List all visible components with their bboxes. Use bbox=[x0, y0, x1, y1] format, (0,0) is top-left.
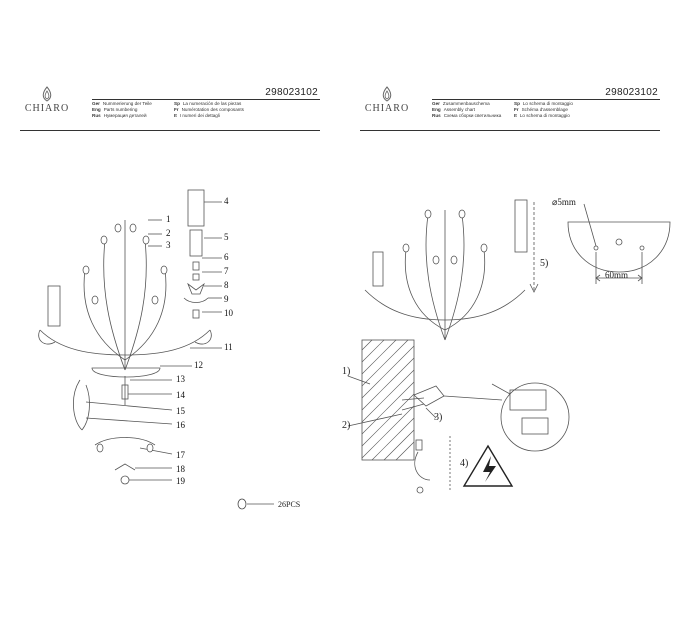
part-number: 2 bbox=[166, 228, 171, 238]
lang-code: It bbox=[514, 113, 517, 119]
lang-code: Sp bbox=[174, 101, 180, 106]
legend-text: Numérotation des composants bbox=[181, 107, 244, 113]
legend-text: Assembly chart bbox=[443, 107, 476, 113]
part-number: 1 bbox=[166, 214, 171, 224]
bulb-quantity: 26PCS bbox=[278, 500, 301, 509]
assembly-drawing bbox=[347, 199, 671, 494]
hole-spacing-label: 60mm bbox=[605, 270, 629, 280]
part-number: 11 bbox=[224, 342, 233, 352]
legend-text: Схема сборки светильника bbox=[443, 113, 502, 119]
legend-text: Lo schema di montaggio bbox=[519, 113, 570, 119]
part-number: 5 bbox=[224, 232, 229, 242]
part-number: 14 bbox=[176, 390, 185, 400]
lang-code: Ger bbox=[92, 101, 100, 106]
legend-text: Nummerierung der Teile bbox=[102, 101, 152, 106]
assembly-step-label: 5) bbox=[540, 258, 549, 269]
legend-text: Zusammenbauschema bbox=[442, 101, 490, 106]
part-number: 6 bbox=[224, 252, 229, 262]
legend-text: La numeración de las piezas bbox=[182, 101, 242, 106]
article-code: 298023102 bbox=[265, 87, 318, 98]
part-number: 18 bbox=[176, 464, 185, 474]
lang-code: Eng bbox=[432, 107, 441, 113]
part-number: 10 bbox=[224, 308, 233, 318]
brand-logo: CHIARO bbox=[24, 86, 70, 114]
part-number: 15 bbox=[176, 406, 185, 416]
part-number: 17 bbox=[176, 450, 185, 460]
legend-text: I numeri dei dettagli bbox=[179, 113, 220, 119]
assembly-step-label: 4) bbox=[460, 458, 469, 469]
part-number: 7 bbox=[224, 266, 229, 276]
part-number: 3 bbox=[166, 240, 171, 250]
lang-code: Eng bbox=[92, 107, 101, 113]
lightning-warning-icon bbox=[462, 444, 514, 487]
header-bottom-rule bbox=[360, 130, 660, 131]
header-rule bbox=[92, 99, 320, 100]
lang-code: Fr bbox=[174, 107, 179, 113]
part-number: 8 bbox=[224, 280, 229, 290]
part-number: 4 bbox=[224, 196, 229, 206]
brand-name: CHIARO bbox=[364, 103, 410, 114]
part-number: 19 bbox=[176, 476, 185, 486]
part-number: 12 bbox=[194, 360, 203, 370]
assembly-step-label: 1) bbox=[342, 366, 351, 377]
chiaro-logo-icon bbox=[42, 86, 52, 102]
header-rule bbox=[432, 99, 660, 100]
header-bottom-rule bbox=[20, 130, 320, 131]
lang-code: Fr bbox=[514, 107, 519, 113]
lang-code: It bbox=[174, 113, 177, 119]
article-code: 298023102 bbox=[605, 87, 658, 98]
assembly-step-label: 3) bbox=[434, 412, 443, 423]
lang-code: Rus bbox=[92, 113, 101, 119]
chandelier-parts-drawing bbox=[38, 189, 222, 485]
part-number: 9 bbox=[224, 294, 229, 304]
bulb-icon bbox=[237, 498, 274, 510]
assembly-step-label: 2) bbox=[342, 420, 351, 431]
lang-code: Ger bbox=[432, 101, 440, 106]
brand-name: CHIARO bbox=[24, 103, 70, 114]
brand-logo: CHIARO bbox=[364, 86, 410, 114]
hole-diameter-label: ⌀5mm bbox=[552, 197, 576, 207]
bulb-icon bbox=[82, 223, 168, 453]
legend-text: Schéma d'assemblage bbox=[521, 107, 568, 113]
legend-text: Lo schema di montaggio bbox=[522, 101, 573, 106]
legend-text: Parts numbering bbox=[103, 107, 138, 113]
lang-code: Rus bbox=[432, 113, 441, 119]
lang-code: Sp bbox=[514, 101, 520, 106]
part-number: 13 bbox=[176, 374, 185, 384]
part-number: 16 bbox=[176, 420, 185, 430]
legend-text: Нумерация деталей bbox=[103, 113, 147, 119]
bulb-icon bbox=[402, 209, 488, 265]
chiaro-logo-icon bbox=[382, 86, 392, 102]
